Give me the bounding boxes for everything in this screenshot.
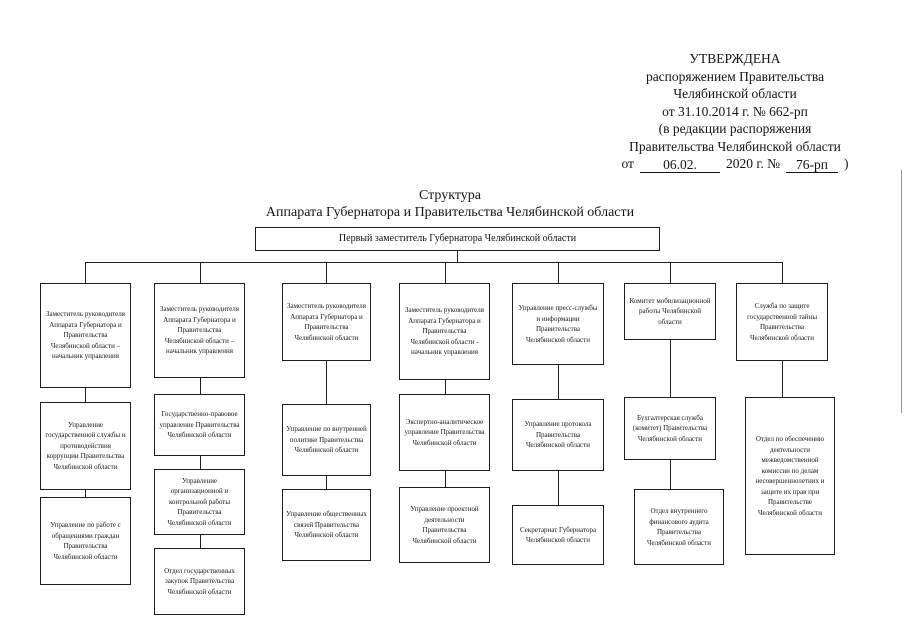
connector-line (670, 340, 671, 397)
org-box-1-3: Управление по работе с обращениями гражд… (40, 497, 131, 585)
amend-suffix: ) (844, 156, 849, 171)
handwritten-number: 76-рп (786, 157, 838, 173)
org-box-6-2: Бухгалтерская служба (комитет) Правитель… (624, 397, 716, 460)
approval-line-4: от 31.10.2014 г. № 662-рп (662, 103, 808, 119)
approval-stamp: УТВЕРЖДЕНА распоряжением Правительства Ч… (585, 50, 885, 173)
connector-line (670, 460, 671, 489)
org-box-5-1: Управление пресс-службы и информации Пра… (512, 283, 604, 365)
org-box-3-2: Управление по внутренней политике Правит… (282, 404, 371, 476)
connector-line (445, 471, 446, 487)
org-box-3-3: Управление общественных связей Правитель… (282, 489, 371, 561)
org-box-5-3: Секретариат Губернатора Челябинской обла… (512, 505, 604, 565)
connector-line (782, 262, 783, 283)
connector-line (558, 262, 559, 283)
connector-line (326, 262, 327, 283)
connector-line (200, 456, 201, 469)
connector-line (85, 388, 86, 402)
connector-line (558, 365, 559, 399)
org-box-4-2: Экспертно-аналитическое управление Прави… (399, 394, 490, 471)
connector-line (326, 476, 327, 489)
org-box-4-1: Заместитель руководителя Аппарата Губерн… (399, 283, 490, 380)
connector-line (200, 535, 201, 548)
chart-title-line2: Аппарата Губернатора и Правительства Чел… (265, 205, 635, 220)
org-box-root: Первый заместитель Губернатора Челябинск… (255, 227, 660, 251)
org-box-1-2: Управление государственной службы и прот… (40, 402, 131, 490)
connector-line (445, 262, 446, 283)
approval-line-3: Челябинской области (673, 86, 797, 101)
connector-line (85, 490, 86, 497)
org-box-2-3: Управление организационной и контрольной… (154, 469, 245, 535)
approval-line-1: УТВЕРЖДЕНА (689, 51, 781, 66)
org-box-1-1: Заместитель руководителя Аппарата Губерн… (40, 283, 131, 388)
connector-line (445, 380, 446, 394)
org-box-5-2: Управление протокола Правительства Челяб… (512, 399, 604, 471)
org-box-7-1: Служба по защите государственной тайны П… (736, 283, 828, 361)
approval-line-6: Правительства Челябинской области (629, 138, 841, 154)
org-box-4-3: Управление проектной деятельности Правит… (399, 487, 490, 563)
connector-line (558, 471, 559, 505)
org-box-6-3: Отдел внутреннего финансового аудита Пра… (634, 489, 724, 565)
org-box-7-2: Отдел по обеспечению деятельности межвед… (745, 397, 835, 555)
org-box-3-1: Заместитель руководителя Аппарата Губерн… (282, 283, 371, 361)
org-box-2-2: Государственно-правовое управление Прави… (154, 394, 245, 456)
chart-title-line1: Структура (418, 188, 482, 203)
connector-line (85, 262, 86, 283)
scan-artifact-line (901, 170, 902, 413)
connector-line (200, 262, 201, 283)
amend-prefix: от (621, 156, 634, 171)
connector-line (85, 262, 783, 263)
handwritten-date: 06.02. (639, 157, 720, 173)
connector-line (782, 361, 783, 397)
amend-middle: 2020 г. № (725, 156, 780, 171)
org-box-2-1: Заместитель руководителя Аппарата Губерн… (154, 283, 245, 378)
connector-line (670, 262, 671, 283)
chart-title: Структура Аппарата Губернатора и Правите… (150, 187, 750, 221)
org-box-6-1: Комитет мобилизационной работы Челябинск… (624, 283, 716, 340)
connector-line (326, 361, 327, 404)
approval-line-amended: от 06.02. 2020 г. № 76-рп) (585, 155, 885, 173)
connector-line (457, 251, 458, 262)
approval-line-2: распоряжением Правительства (645, 68, 825, 84)
connector-line (200, 378, 201, 394)
org-box-2-4: Отдел государственных закупок Правительс… (154, 548, 245, 615)
approval-line-5: (в редакции распоряжения (658, 121, 812, 136)
